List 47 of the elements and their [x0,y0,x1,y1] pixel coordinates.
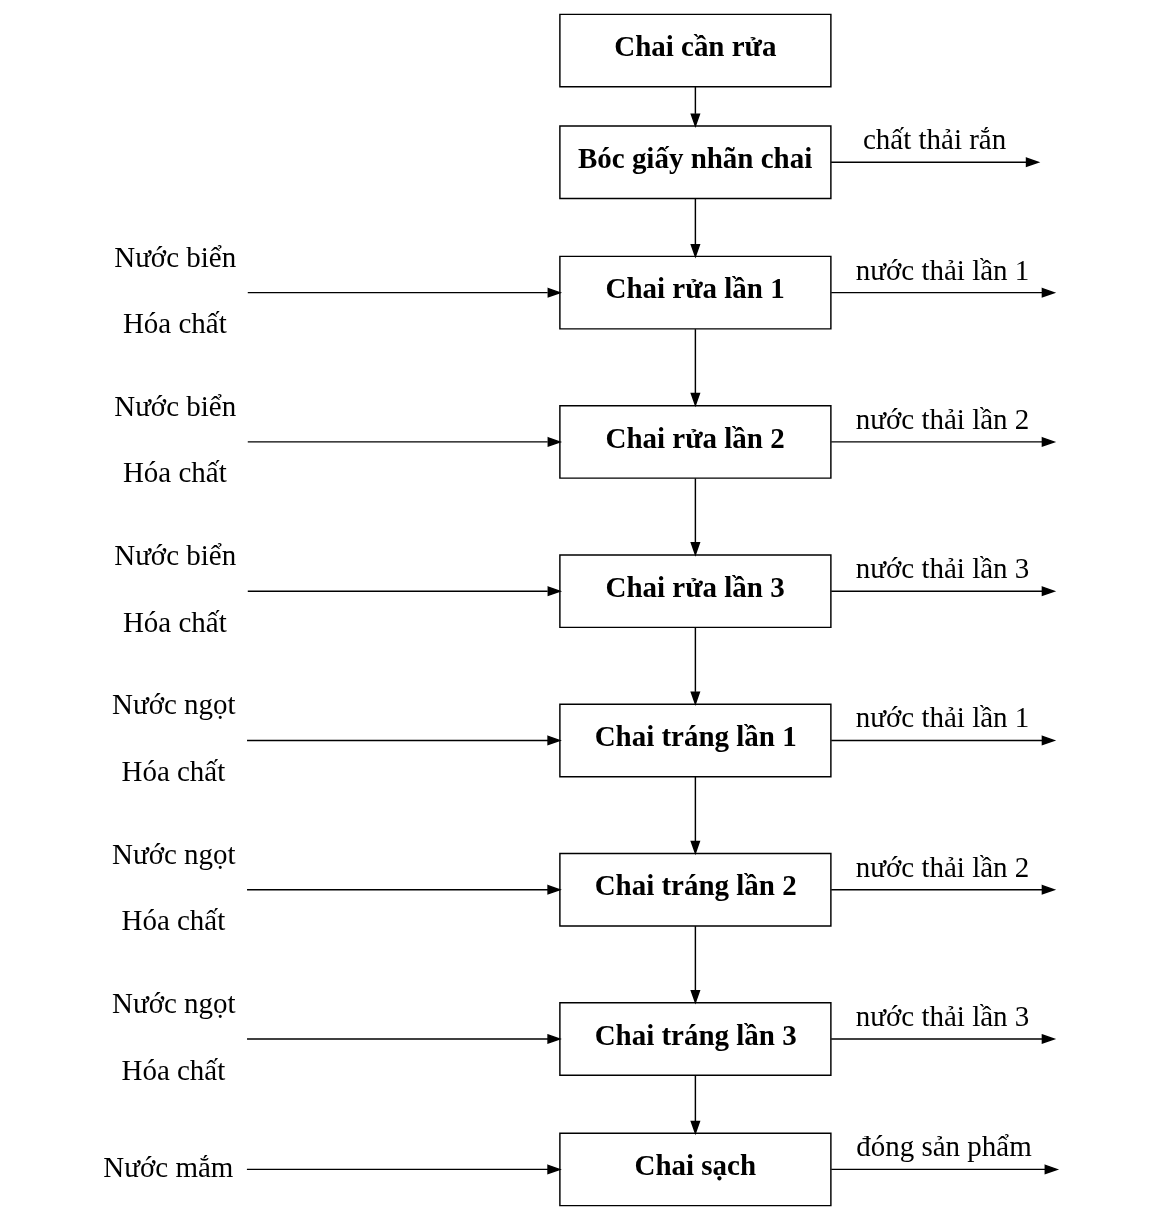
arrow [689,477,700,557]
node-box: Chai rửa lần 3 [558,554,832,629]
arrow [246,287,562,298]
node-box: Chai tráng lần 1 [558,703,832,778]
arrow [689,776,700,856]
node-text: Nước biển Hóa chất [113,539,236,638]
arrow [245,1033,562,1045]
edge-label: đóng sản phẩm [855,1130,1032,1163]
node-text: Nước ngọt Hóa chất [111,837,236,937]
arrow [245,884,562,895]
node-text: Nước ngọt Hóa chất [111,688,236,787]
node-text: Nước mắm [102,1150,233,1183]
arrow [689,86,700,129]
arrow [245,1164,562,1175]
arrow [830,1033,1056,1045]
arrow [245,735,562,746]
arrow [689,328,700,408]
edge-label: chất thải rắn [862,123,1006,156]
arrow [829,157,1040,168]
node-box: Chai tráng lần 3 [558,1002,832,1076]
arrow [830,287,1056,298]
edge-label: nước thải lần 1 [855,253,1029,286]
arrow [830,436,1056,447]
edge-label: nước thải lần 2 [855,850,1029,883]
arrow [830,586,1056,597]
node-box: Bóc giấy nhãn chai [558,125,832,200]
node-box: Chai sạch [558,1132,832,1207]
node-box: Chai cần rửa [558,13,832,88]
edge-label: nước thải lần 3 [855,999,1029,1032]
edge-label: nước thải lần 1 [855,701,1029,734]
arrow [246,436,562,447]
edge-label: nước thải lần 3 [855,552,1029,585]
node-text: Nước ngọt Hóa chất [111,986,236,1086]
arrow [689,626,700,706]
node-box: Chai rửa lần 2 [558,404,832,479]
arrow [830,884,1056,895]
arrow [689,1074,700,1136]
arrow [830,735,1056,746]
node-text: Nước biển Hóa chất [113,240,236,340]
node-text: Nước biển Hóa chất [113,389,236,489]
arrow [830,1164,1059,1175]
arrow [689,197,700,259]
arrow [689,925,700,1005]
edge-label: nước thải lần 2 [855,402,1029,435]
node-box: Chai tráng lần 2 [558,852,832,927]
node-box: Chai rửa lần 1 [558,255,832,330]
arrow [246,586,562,597]
